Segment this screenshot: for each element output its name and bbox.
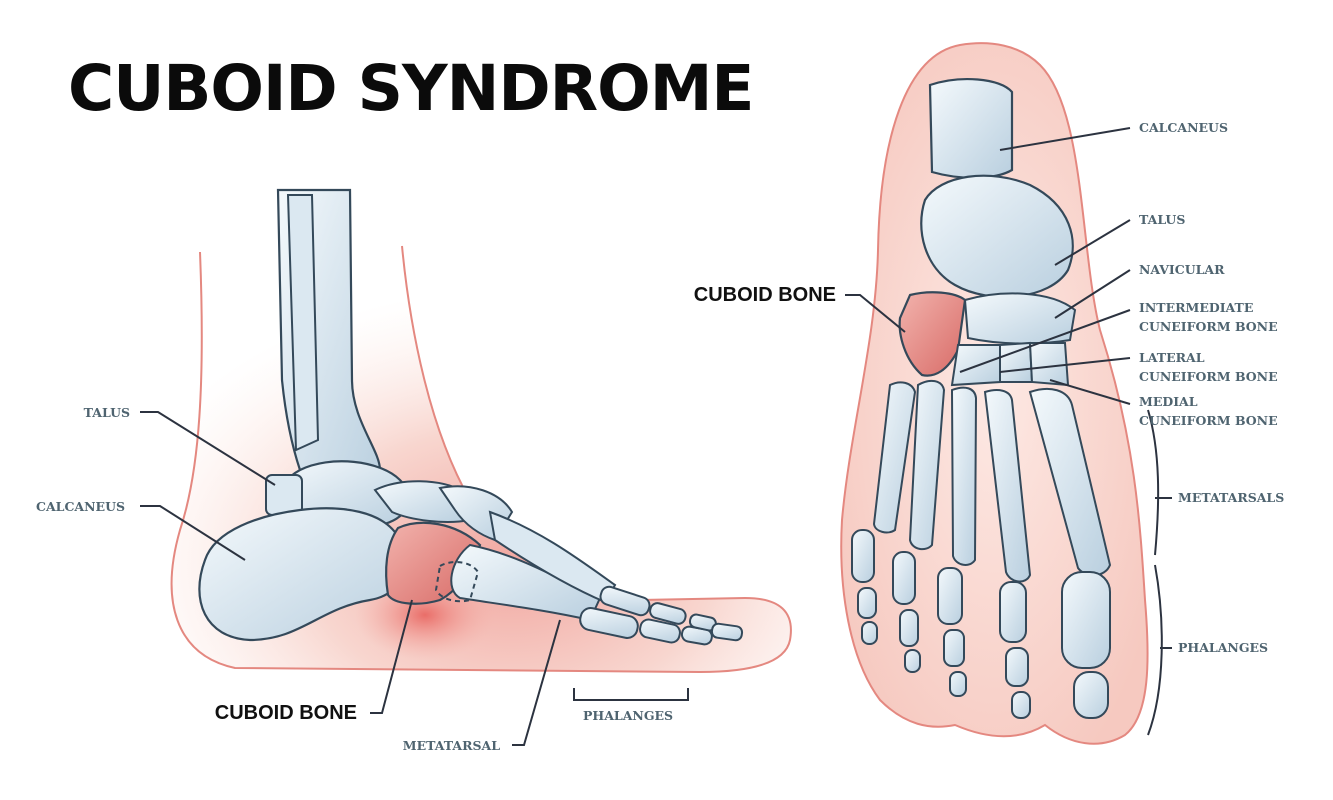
top-navicular-bone xyxy=(963,292,1077,345)
label-top-cuboid: CUBOID BONE xyxy=(693,284,836,306)
label-top-intermediate-line1: INTERMEDIATE xyxy=(1139,300,1254,315)
label-top-navicular: NAVICULAR xyxy=(1139,262,1225,277)
label-top-medial-line1: MEDIAL xyxy=(1139,394,1198,409)
top-calcaneus-bone xyxy=(928,78,1014,179)
top-phalanges-bones xyxy=(851,529,1111,719)
label-top-lateral-line2: CUNEIFORM BONE xyxy=(1139,369,1278,384)
label-top-calcaneus: CALCANEUS xyxy=(1139,120,1228,135)
label-top-lateral-line1: LATERAL xyxy=(1139,350,1205,365)
label-top-intermediate-line2: CUNEIFORM BONE xyxy=(1139,319,1278,334)
fibula-bone xyxy=(286,194,320,452)
top-foot-view xyxy=(840,42,1149,745)
top-leader-lines xyxy=(845,127,1172,736)
top-cuboid-bone xyxy=(898,291,967,377)
side-leader-lines xyxy=(140,411,689,746)
side-foot-view xyxy=(170,188,792,674)
label-top-metatarsals: METATARSALS xyxy=(1178,490,1285,505)
label-side-talus: TALUS xyxy=(83,405,130,420)
label-top-talus: TALUS xyxy=(1139,212,1186,227)
label-side-calcaneus: CALCANEUS xyxy=(36,499,125,514)
label-side-metatarsal: METATARSAL xyxy=(402,738,500,753)
label-top-phalanges: PHALANGES xyxy=(1178,640,1269,655)
top-medial-cuneiform xyxy=(1028,342,1070,387)
top-metatarsal-bones xyxy=(872,379,1112,583)
top-lateral-cuneiform xyxy=(999,341,1034,383)
label-top-medial-line2: CUNEIFORM BONE xyxy=(1139,413,1278,428)
side-phalanges-bones xyxy=(579,585,744,646)
side-metatarsal-bones xyxy=(450,543,602,622)
label-side-phalanges: PHALANGES xyxy=(583,708,674,723)
label-side-cuboid: CUBOID BONE xyxy=(214,702,357,724)
top-intermediate-cuneiform xyxy=(950,344,1001,387)
top-talus-bone xyxy=(920,174,1074,299)
page-title: CUBOID SYNDROME xyxy=(68,52,754,125)
